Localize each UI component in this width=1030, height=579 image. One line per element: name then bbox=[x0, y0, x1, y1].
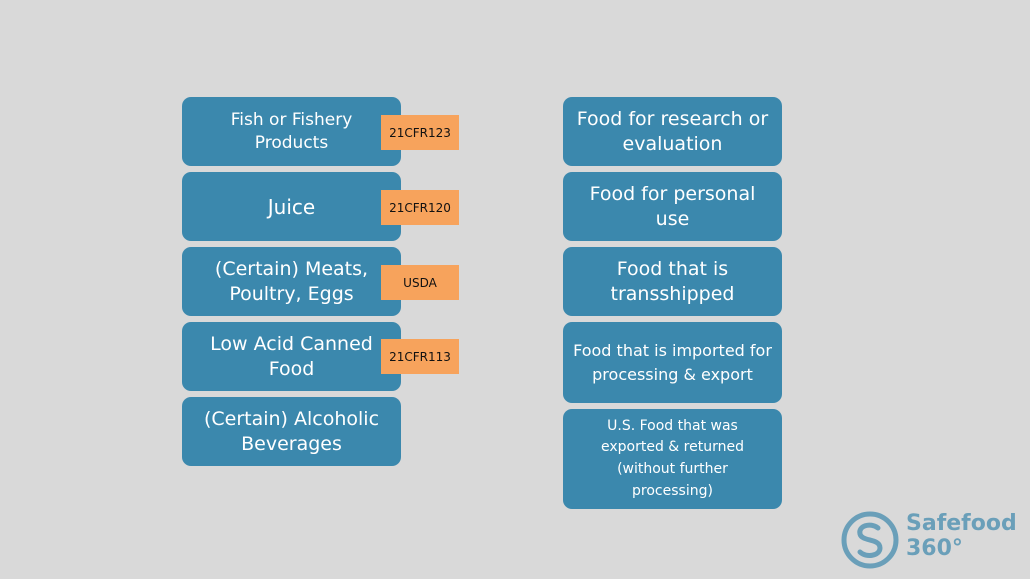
safefood-logo-icon bbox=[841, 511, 899, 569]
category-box-low-acid: Low Acid Canned Food bbox=[182, 322, 401, 391]
category-label: (Certain) Alcoholic Beverages bbox=[203, 407, 380, 455]
category-box-juice: Juice bbox=[182, 172, 401, 241]
category-box-fish: Fish or Fishery Products bbox=[182, 97, 401, 166]
regulation-tag: 21CFR113 bbox=[381, 339, 459, 374]
category-label: (Certain) Meats, Poultry, Eggs bbox=[214, 257, 369, 305]
logo-text: Safefood 360° bbox=[906, 511, 1017, 561]
category-box-alcoholic: (Certain) Alcoholic Beverages bbox=[182, 397, 401, 466]
category-box-meats: (Certain) Meats, Poultry, Eggs bbox=[182, 247, 401, 316]
exemption-label: Food that is transshipped bbox=[610, 257, 735, 305]
exemption-label: Food that is imported for processing & e… bbox=[573, 341, 772, 384]
exemption-label: Food for personal use bbox=[589, 182, 756, 230]
category-label: Juice bbox=[267, 194, 316, 219]
category-label: Low Acid Canned Food bbox=[210, 332, 373, 380]
exemption-box-research: Food for research or evaluation bbox=[563, 97, 782, 166]
regulation-tag: 21CFR120 bbox=[381, 190, 459, 225]
logo-line-1: Safefood bbox=[906, 511, 1017, 536]
exemption-box-transshipped: Food that is transshipped bbox=[563, 247, 782, 316]
exemption-label: U.S. Food that was exported & returned (… bbox=[601, 417, 744, 499]
regulation-tag: USDA bbox=[381, 265, 459, 300]
logo-line-2: 360° bbox=[906, 536, 963, 561]
exemption-box-imported: Food that is imported for processing & e… bbox=[563, 322, 782, 403]
exemption-box-returned: U.S. Food that was exported & returned (… bbox=[563, 409, 782, 509]
regulation-tag: 21CFR123 bbox=[381, 115, 459, 150]
category-label: Fish or Fishery Products bbox=[230, 110, 353, 153]
exemption-label: Food for research or evaluation bbox=[576, 107, 769, 155]
exemption-box-personal: Food for personal use bbox=[563, 172, 782, 241]
